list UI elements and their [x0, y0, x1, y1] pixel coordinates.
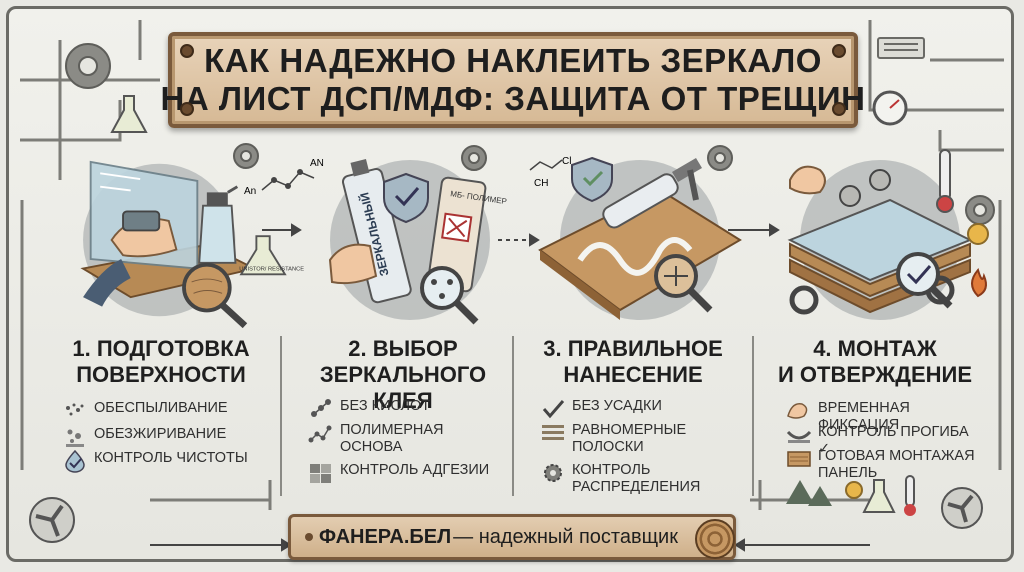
sun-icon: [967, 223, 989, 245]
page-title-line-2: НА ЛИСТ ДСП/МДФ: ЗАЩИТА ОТ ТРЕЩИН: [160, 80, 866, 117]
muscle-arm-icon: [789, 165, 826, 195]
flask-label: UNISTOR/ RESISTANCE: [239, 266, 304, 272]
step-1-bullet-1: ОБЕСПЫЛИВАНИЕ: [62, 400, 228, 422]
chem-label-an2: An: [244, 186, 256, 197]
chem-label-an1: AN: [310, 158, 324, 169]
step-4-bullet-2: КОНТРОЛЬ ПРОГИБА ✓: [786, 424, 978, 458]
gauge-icon: [872, 90, 908, 126]
illustration-surface-prep: UNISTOR/ RESISTANCE: [80, 160, 304, 329]
step-2-title: 2. ВЫБОР ЗЕРКАЛЬНОГО КЛЕЯ: [319, 336, 487, 413]
sun-icon: [845, 481, 863, 499]
bolt-icon: [832, 44, 846, 58]
bolt-icon: [180, 44, 194, 58]
footer-dot-icon: [305, 533, 313, 541]
title-plate: КАК НАДЕЖНО НАКЛЕИТЬ ЗЕРКАЛО НА ЛИСТ ДСП…: [161, 32, 865, 128]
chem-label-ch: CH: [534, 178, 548, 189]
step-2-bullet-3: КОНТРОЛЬ АДГЕЗИИ: [308, 462, 489, 484]
bolt-icon: [832, 102, 846, 116]
chem-label-cl: Cl: [562, 156, 571, 167]
step-4-title: 4. МОНТАЖ И ОТВЕРЖДЕНИЕ: [777, 336, 973, 387]
caulking-gun-icon: [602, 158, 702, 229]
magnifier-icon: [420, 266, 479, 325]
polymer-chain-icon: [308, 425, 332, 443]
glue-tube-icon: МБ- ПОЛИМЕР: [427, 176, 507, 293]
check-circle-icon: [896, 252, 953, 309]
muscle-arm-icon: [787, 403, 808, 419]
column-divider: [512, 336, 514, 496]
footer-tagline: — надежный поставщик: [453, 525, 678, 548]
illustration-application: [538, 156, 742, 320]
puzzle-icon: [310, 464, 331, 483]
dust-icon: [66, 403, 84, 416]
step-3-bullet-3: КОНТРОЛЬ РАСПРЕДЕЛЕНИЯ: [540, 462, 732, 496]
spray-bottle-icon: [198, 185, 239, 264]
shield-check-icon: [571, 156, 613, 203]
column-divider: [280, 336, 282, 496]
step-4-bullet-1: ВРЕМЕННАЯ ФИКСАЦИЯ: [786, 400, 978, 434]
molecule-diagram: Cl CH: [529, 156, 571, 189]
drop-check-icon: [65, 449, 85, 473]
column-divider: [752, 336, 754, 496]
magnifier-icon: [182, 262, 248, 329]
step-1-bullet-3: КОНТРОЛЬ ЧИСТОТЫ: [62, 449, 248, 473]
step-3-bullet-1: БЕЗ УСАДКИ: [540, 398, 662, 420]
molecule-diagram: An AN: [244, 158, 324, 197]
magnifier-icon: [654, 254, 713, 313]
flask-icon: [110, 95, 148, 133]
shield-check-icon: [383, 172, 429, 224]
gear-icon: [65, 43, 995, 225]
wood-cross-section-icon: [695, 519, 735, 559]
molecule-icon: [311, 399, 331, 417]
tree-icon: [786, 480, 832, 506]
bottom-right-decor: [786, 475, 916, 516]
illustration-glue-choice: ЗЕРКАЛЬНЫЙ МБ- ПОЛИМЕР: [328, 158, 507, 325]
step-1-bullet-2: ОБЕЗЖИРИВАНИЕ: [62, 426, 226, 448]
step-1-title: 1. ПОДГОТОВКА ПОВЕРХНОСТИ: [72, 336, 250, 387]
fire-icon: [971, 267, 987, 298]
footer-plate: ФАНЕРА.БЕЛ — надежный поставщик: [288, 514, 736, 560]
deflection-arc-icon: [786, 430, 812, 443]
flask-icon: [862, 479, 896, 513]
hand-icon: [328, 243, 378, 285]
checkmark-icon: [542, 400, 565, 419]
vent-icon: [877, 37, 925, 59]
flask-icon: UNISTOR/ RESISTANCE: [239, 235, 304, 276]
page-title-line-1: КАК НАДЕЖНО НАКЛЕИТЬ ЗЕРКАЛО: [204, 42, 822, 79]
step-4-bullet-3: ГОТОВАЯ МОНТАЖАЯ ПАНЕЛЬ: [786, 448, 978, 482]
footer-brand: ФАНЕРА.БЕЛ: [319, 525, 452, 548]
wood-panel-icon: [787, 451, 811, 467]
hand-icon: [83, 210, 178, 307]
stripes-icon: [542, 425, 564, 440]
step-3-bullet-2: РАВНОМЕРНЫЕ ПОЛОСКИ: [540, 422, 732, 456]
illustration-mounting: [787, 160, 973, 320]
step-2-bullet-1: БЕЗ КИСЛОТ: [308, 398, 430, 420]
step-2-bullet-2: ПОЛИМЕРНАЯ ОСНОВА: [308, 422, 500, 456]
bolt-icon: [180, 102, 194, 116]
droplets-icon: [66, 429, 84, 447]
step-3-title: 3. ПРАВИЛЬНОЕ НАНЕСЕНИЕ: [543, 336, 723, 387]
fan-icon: [29, 487, 983, 543]
right-decor: [936, 149, 989, 298]
thermometer-icon: [936, 149, 954, 213]
clamp-icon: [789, 169, 955, 315]
gear-icon: [544, 464, 562, 482]
thermometer-icon: [904, 475, 916, 516]
